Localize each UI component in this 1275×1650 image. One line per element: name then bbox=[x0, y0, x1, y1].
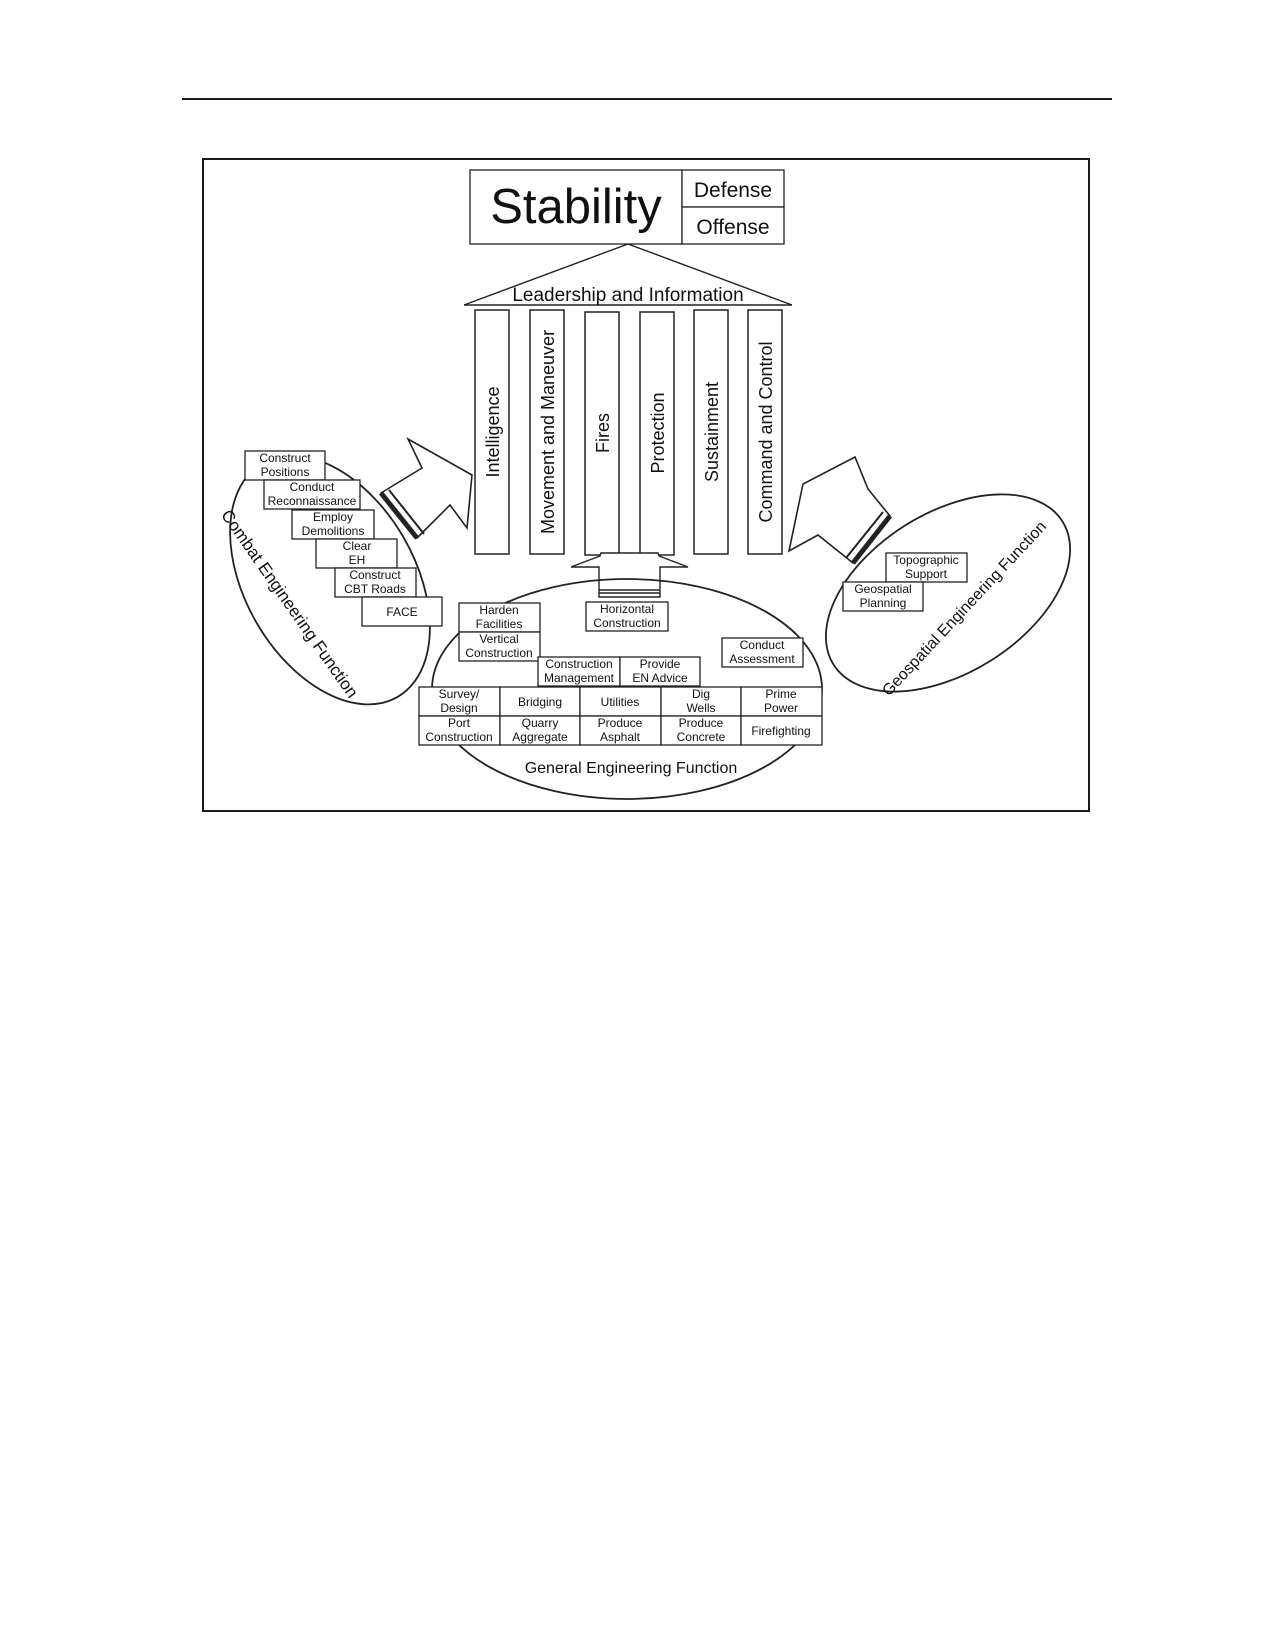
defense-label: Defense bbox=[694, 179, 772, 202]
svg-text:Construction: Construction bbox=[593, 616, 660, 630]
task-produce-concrete bbox=[660, 715, 742, 746]
pillar-label-intelligence: Intelligence bbox=[483, 386, 503, 477]
svg-text:Conduct: Conduct bbox=[740, 638, 785, 652]
task-vertical-construction bbox=[458, 631, 541, 662]
svg-text:Survey/: Survey/ bbox=[439, 687, 480, 701]
roof: Leadership and Information bbox=[463, 243, 793, 306]
general-engineering-function: General Engineering Function Harden Faci… bbox=[418, 578, 823, 800]
svg-text:Positions: Positions bbox=[261, 465, 310, 479]
geospatial-ellipse bbox=[825, 493, 1071, 693]
pillar-label-command-and-control: Command and Control bbox=[756, 341, 776, 522]
svg-text:Prime: Prime bbox=[765, 687, 797, 701]
task-topographic-support bbox=[885, 552, 968, 583]
svg-text:Wells: Wells bbox=[686, 701, 715, 715]
combat-support-arrow bbox=[379, 437, 473, 540]
svg-text:Demolitions: Demolitions bbox=[302, 524, 365, 538]
svg-text:Aggregate: Aggregate bbox=[512, 730, 568, 744]
svg-text:Design: Design bbox=[440, 701, 477, 715]
svg-text:FACE: FACE bbox=[386, 605, 417, 619]
svg-text:Construction: Construction bbox=[545, 657, 612, 671]
task-port-construction bbox=[418, 715, 501, 746]
offense-label: Offense bbox=[696, 216, 769, 239]
pillar-label-protection: Protection bbox=[648, 392, 668, 473]
svg-text:Construct: Construct bbox=[259, 451, 311, 465]
center-arrow-icon bbox=[570, 552, 689, 598]
task-face bbox=[361, 596, 443, 627]
pillar-label-sustainment: Sustainment bbox=[702, 382, 722, 482]
svg-text:Assessment: Assessment bbox=[729, 652, 795, 666]
right-arrow-icon bbox=[787, 455, 892, 565]
pillar-label-movement-and-maneuver: Movement and Maneuver bbox=[538, 330, 558, 534]
pillar-command-and-control bbox=[747, 309, 783, 555]
svg-text:Produce: Produce bbox=[679, 716, 724, 730]
page-header-rule bbox=[182, 98, 1112, 100]
svg-text:Power: Power bbox=[764, 701, 798, 715]
task-employ-demolitions bbox=[291, 509, 375, 540]
general-support-arrow bbox=[570, 552, 689, 598]
svg-text:Topographic: Topographic bbox=[893, 553, 958, 567]
svg-text:Construct: Construct bbox=[349, 568, 401, 582]
general-title: General Engineering Function bbox=[525, 760, 738, 777]
task-prime-power bbox=[740, 686, 823, 717]
task-utilities bbox=[579, 686, 662, 717]
svg-text:Harden: Harden bbox=[479, 603, 518, 617]
pillar-intelligence bbox=[474, 309, 510, 555]
svg-text:Concrete: Concrete bbox=[677, 730, 726, 744]
svg-text:CBT Roads: CBT Roads bbox=[344, 582, 406, 596]
task-horizontal-construction bbox=[585, 601, 669, 632]
operations-header: Stability Defense Offense bbox=[469, 169, 785, 245]
task-survey-design bbox=[418, 686, 501, 717]
task-provide-en-advice bbox=[619, 656, 701, 687]
svg-text:Clear: Clear bbox=[343, 539, 372, 553]
svg-text:Management: Management bbox=[544, 671, 615, 685]
svg-text:Asphalt: Asphalt bbox=[600, 730, 641, 744]
svg-text:Support: Support bbox=[905, 567, 948, 581]
pillar-movement-and-maneuver bbox=[529, 309, 565, 555]
roof-label: Leadership and Information bbox=[512, 285, 743, 306]
svg-text:Firefighting: Firefighting bbox=[751, 724, 810, 738]
pillar-sustainment bbox=[693, 309, 729, 555]
pillar-label-fires: Fires bbox=[593, 413, 613, 453]
task-conduct-assessment bbox=[721, 637, 804, 668]
svg-text:Construction: Construction bbox=[465, 646, 532, 660]
task-construct-cbt-roads bbox=[334, 567, 417, 598]
svg-text:Bridging: Bridging bbox=[518, 695, 562, 709]
svg-text:Employ: Employ bbox=[313, 510, 353, 524]
svg-text:Port: Port bbox=[448, 716, 471, 730]
task-conduct-reconnaissance bbox=[263, 479, 361, 510]
svg-text:Geospatial: Geospatial bbox=[854, 582, 911, 596]
pillar-fires bbox=[584, 311, 620, 556]
svg-text:Utilities: Utilities bbox=[601, 695, 640, 709]
svg-text:Vertical: Vertical bbox=[479, 632, 518, 646]
task-produce-asphalt bbox=[579, 715, 662, 746]
svg-text:EH: EH bbox=[349, 553, 366, 567]
pillar-protection bbox=[639, 311, 675, 556]
figure-frame bbox=[202, 158, 1090, 812]
svg-text:Construction: Construction bbox=[425, 730, 492, 744]
task-firefighting bbox=[740, 715, 823, 746]
svg-text:Produce: Produce bbox=[598, 716, 643, 730]
svg-text:Planning: Planning bbox=[860, 596, 907, 610]
task-geospatial-planning bbox=[842, 581, 924, 612]
svg-text:EN Advice: EN Advice bbox=[632, 671, 688, 685]
geospatial-support-arrow bbox=[787, 455, 892, 565]
svg-text:Conduct: Conduct bbox=[290, 480, 335, 494]
svg-text:Reconnaissance: Reconnaissance bbox=[268, 494, 357, 508]
offense-box bbox=[681, 206, 785, 245]
pillars: Intelligence Movement and Maneuver Fires… bbox=[474, 309, 783, 556]
task-harden-facilities bbox=[458, 602, 541, 633]
stability-label: Stability bbox=[490, 180, 662, 234]
svg-text:Quarry: Quarry bbox=[522, 716, 559, 730]
svg-text:Facilities: Facilities bbox=[476, 617, 523, 631]
svg-text:Horizontal: Horizontal bbox=[600, 602, 654, 616]
roof-outline bbox=[463, 243, 793, 306]
svg-text:Dig: Dig bbox=[692, 687, 710, 701]
svg-text:Provide: Provide bbox=[640, 657, 681, 671]
task-construct-positions bbox=[244, 450, 326, 481]
